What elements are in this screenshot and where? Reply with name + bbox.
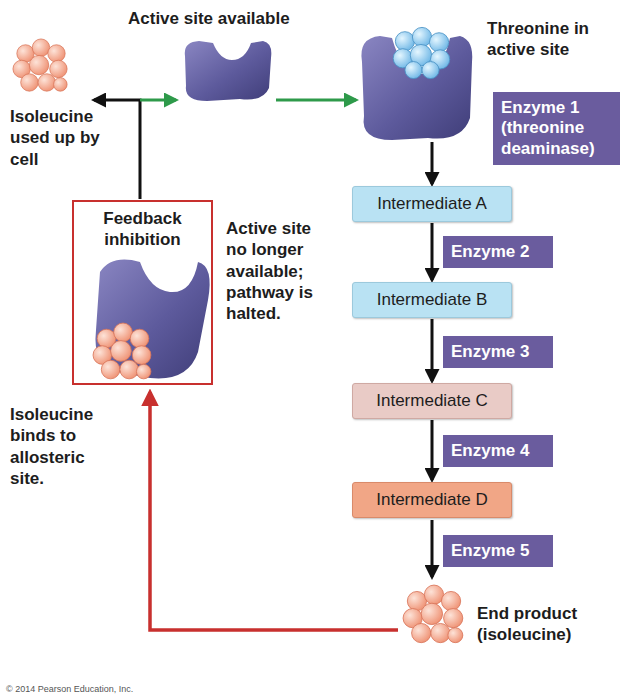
node-text: Enzyme 4 — [451, 441, 545, 461]
illustration-label: Isoleucine used up by cell — [10, 106, 122, 170]
pathway-arrow — [431, 319, 434, 381]
intermediate-box: Intermediate D — [352, 482, 512, 518]
node-text: Intermediate B — [359, 290, 505, 310]
node-text: Intermediate D — [359, 490, 505, 510]
feedback-box: Feedback inhibition — [72, 200, 213, 385]
enzyme-label: Enzyme 4 — [443, 435, 553, 467]
node-text: Intermediate A — [359, 194, 505, 214]
node-text: Intermediate C — [359, 391, 505, 411]
illustration-label: Active site available — [128, 8, 348, 29]
callout-text: Isoleucine binds to allosteric site. — [10, 404, 112, 489]
enzyme-label: Enzyme 1 (threonine deaminase) — [493, 92, 620, 165]
enzyme-label: Enzyme 5 — [443, 535, 553, 567]
copyright-note: © 2014 Pearson Education, Inc. — [6, 684, 206, 695]
pathway-arrow — [431, 223, 434, 280]
intermediate-box: Intermediate B — [352, 282, 512, 318]
node-text: Enzyme 2 — [451, 242, 545, 262]
node-text: Enzyme 3 — [451, 342, 545, 362]
intermediate-box: Intermediate C — [352, 383, 512, 419]
node-text: Enzyme 5 — [451, 541, 545, 561]
intermediate-box: Intermediate A — [352, 186, 512, 222]
node-text: Enzyme 1 (threonine deaminase) — [501, 98, 612, 159]
enzyme-label: Enzyme 3 — [443, 336, 553, 368]
node-text: Feedback inhibition — [78, 208, 207, 251]
enzyme-label: Enzyme 2 — [443, 236, 553, 268]
illustration-label: Threonine in active site — [487, 18, 627, 61]
illustration-label: End product (isoleucine) — [477, 603, 622, 646]
pathway-arrow — [431, 420, 434, 480]
callout-text: Active site no longer available; pathway… — [226, 218, 334, 324]
